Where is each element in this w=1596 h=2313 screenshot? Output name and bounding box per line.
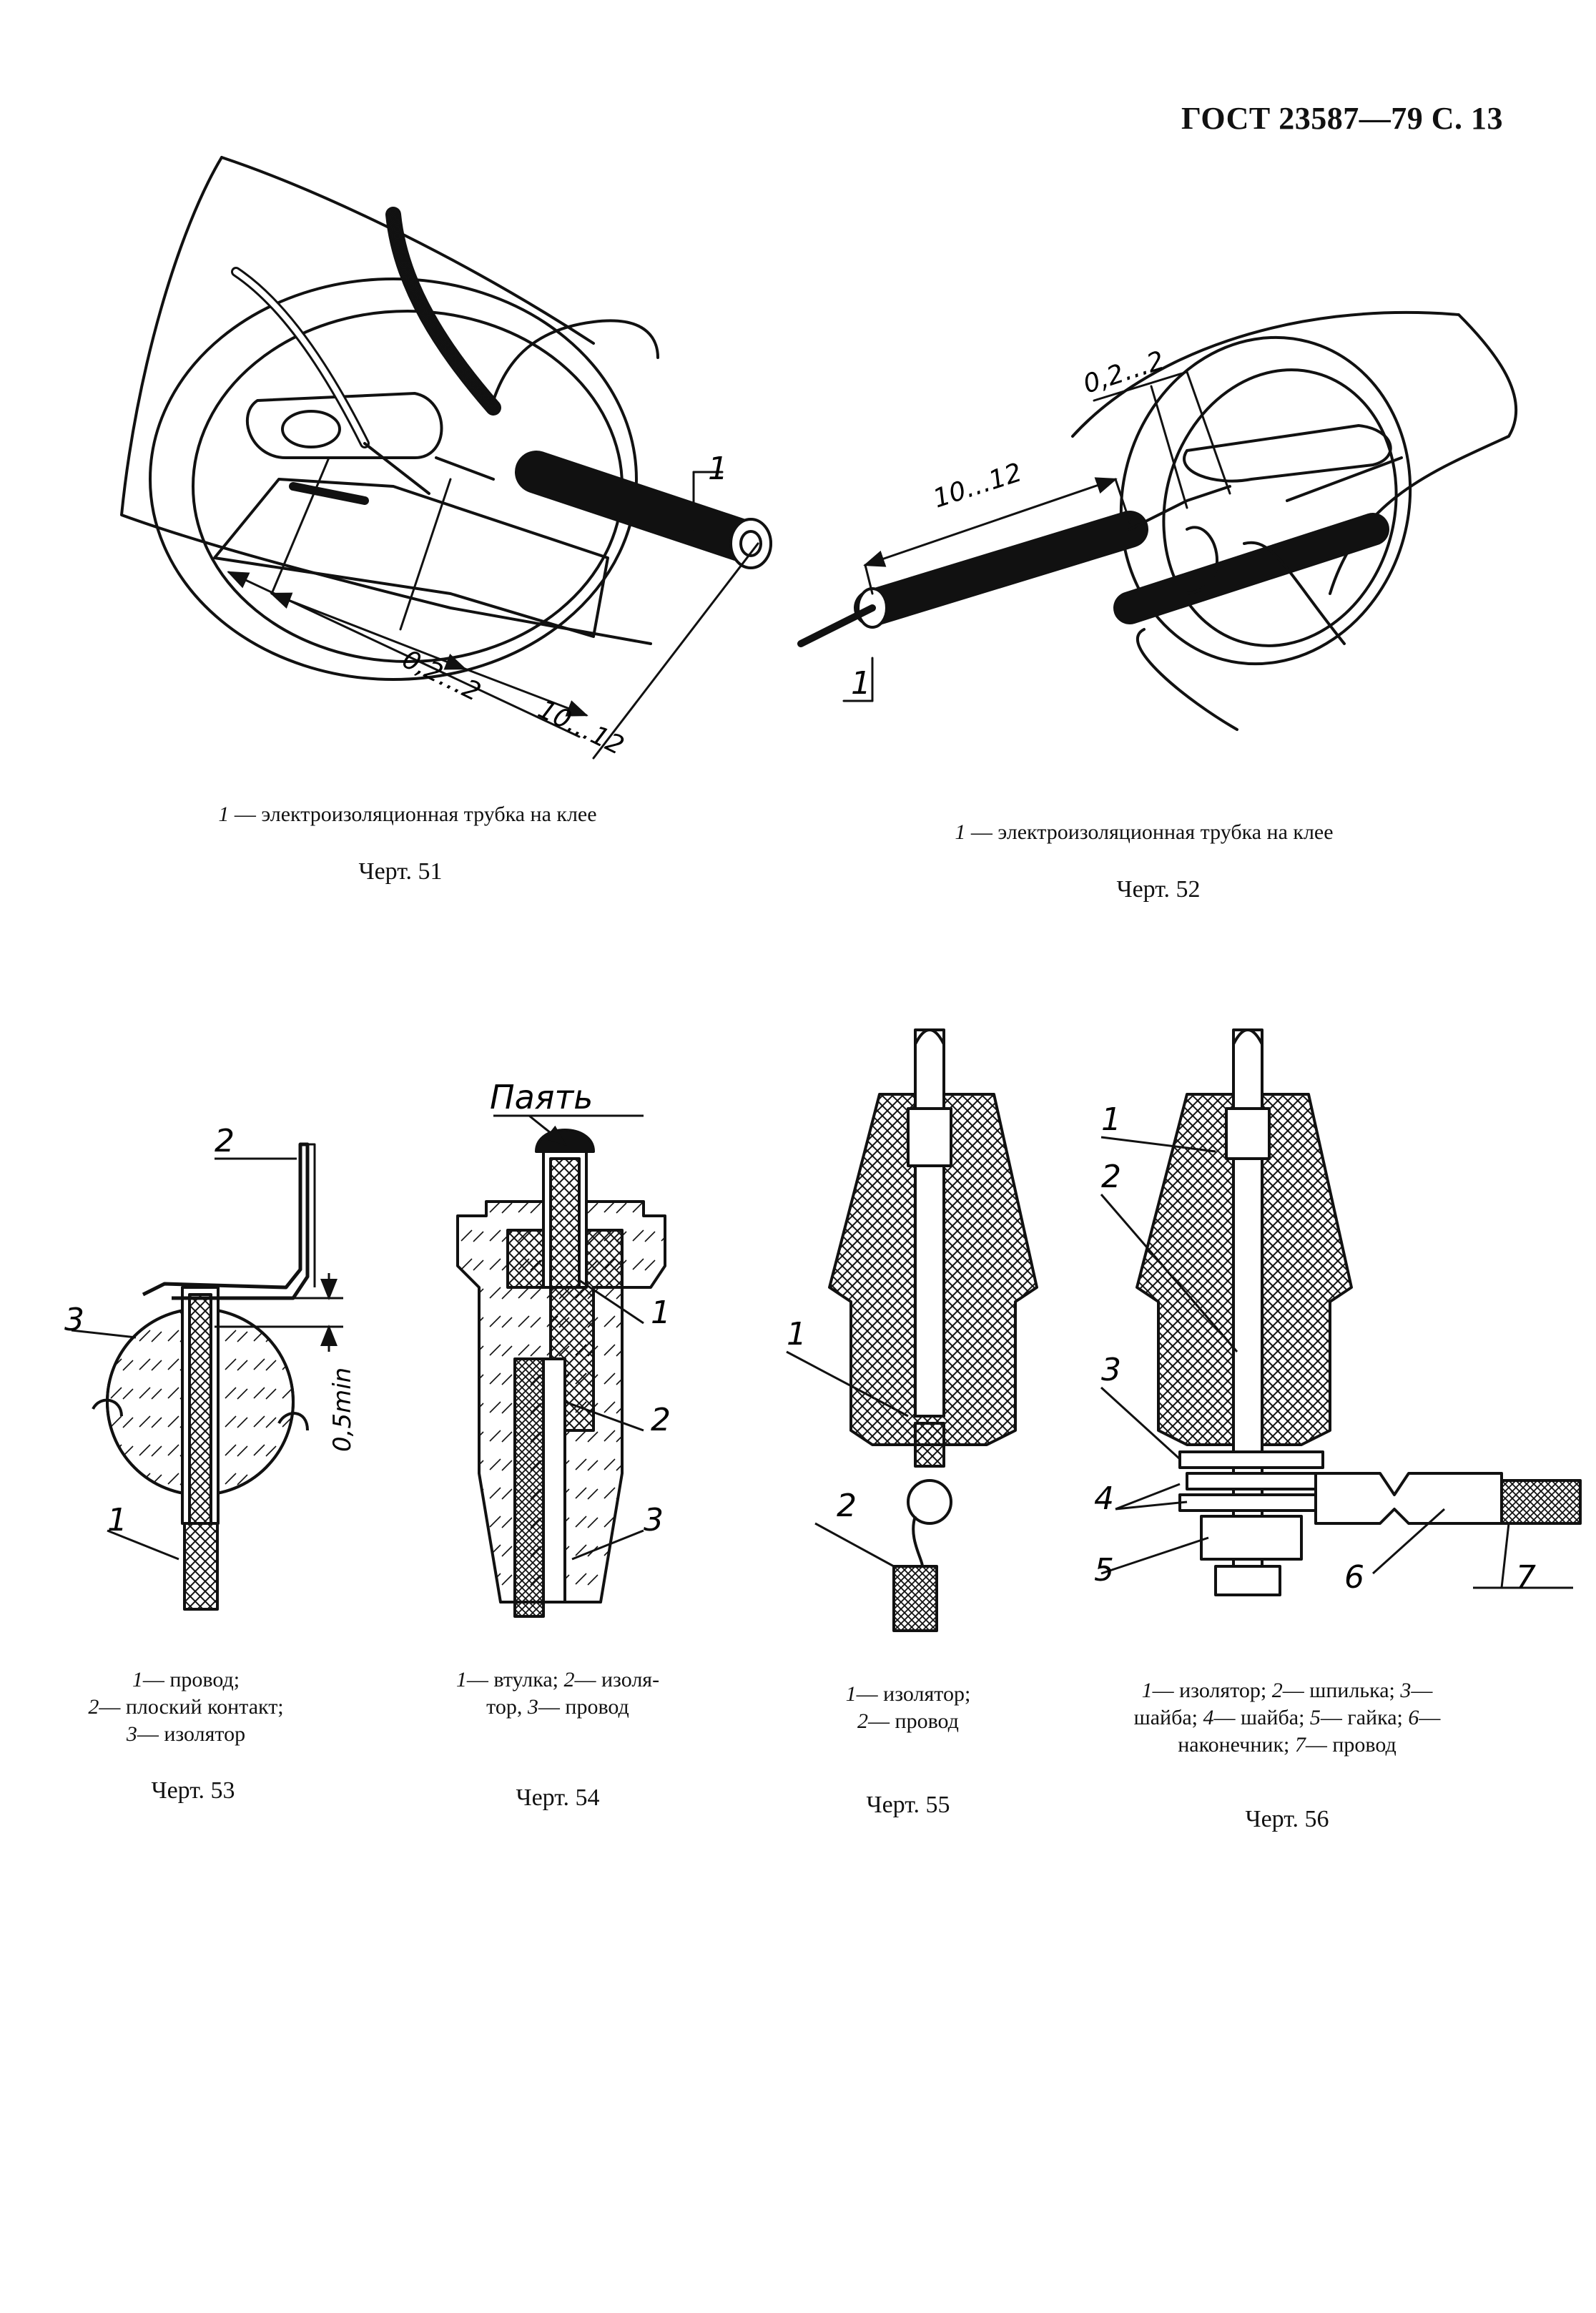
figure-56-callout-2: 2 <box>1101 1159 1121 1195</box>
figure-52-drawing: 1 0,2…2 10…12 <box>797 310 1518 731</box>
figure-53-drawing: 2 3 1 0,5min <box>64 1123 357 1611</box>
figure-52-legend: 1 — электроизоляционная трубка на клее <box>880 819 1409 846</box>
figure-56-legend-6-text: — <box>1419 1706 1441 1729</box>
figure-56-callout-6: 6 <box>1344 1559 1364 1596</box>
figure-54-legend-2-num: 2 <box>563 1668 575 1691</box>
figure-54-callout-1: 1 <box>651 1295 671 1331</box>
figure-56-legend-2-num: 2 <box>1271 1679 1283 1702</box>
figure-54-legend-3-text: — провод <box>538 1695 629 1719</box>
figure-54-legend-2-text: — изоля- <box>574 1668 660 1691</box>
figure-51-legend-num: 1 <box>218 802 230 826</box>
figure-53-legend-3-num: 3 <box>126 1722 137 1746</box>
figure-56-legend-3-text: — <box>1411 1679 1433 1702</box>
figure-56-legend-2-text: — шпилька; <box>1282 1679 1401 1702</box>
figure-56-legend-5-num: 5 <box>1309 1706 1321 1729</box>
figure-51-callout-1: 1 <box>708 451 728 487</box>
figure-54-legend-1-num: 1 <box>455 1668 467 1691</box>
figure-54-drawing: Паять 1 2 3 <box>456 1078 671 1618</box>
figure-53-callout-3: 3 <box>64 1302 84 1338</box>
figure-51-title: Черт. 51 <box>358 858 443 885</box>
figure-55-drawing: 1 2 <box>786 1028 1038 1632</box>
figure-53-legend-3-text: — изолятор <box>137 1722 246 1746</box>
figure-53-dim: 0,5min <box>328 1367 357 1452</box>
figure-56-legend-cont2-text: наконечник; <box>1178 1733 1295 1757</box>
figure-52-callout-1: 1 <box>851 665 871 702</box>
figure-56-legend-6-num: 6 <box>1408 1706 1419 1729</box>
figure-54-annotation: Паять <box>490 1078 593 1116</box>
figure-54-title: Черт. 54 <box>516 1784 600 1811</box>
figure-56-legend-7-text: — провод <box>1305 1733 1396 1757</box>
figure-55-legend: 1— изолятор; 2— провод <box>772 1681 1044 1735</box>
figure-56-legend-5-text: — гайка; <box>1320 1706 1409 1729</box>
figure-53-title: Черт. 53 <box>151 1777 235 1804</box>
figure-51-legend-text: — электроизоляционная трубка на клее <box>234 802 597 826</box>
figure-56-callout-3: 3 <box>1101 1352 1121 1388</box>
figure-53-legend-1-text: — провод; <box>142 1668 240 1691</box>
figure-56-callout-4: 4 <box>1094 1480 1114 1517</box>
figure-56-legend-4-num: 4 <box>1203 1706 1214 1729</box>
figure-55-legend-2-num: 2 <box>857 1709 869 1733</box>
figure-56-callout-7: 7 <box>1516 1559 1536 1596</box>
figure-52-legend-num: 1 <box>955 820 966 844</box>
figure-54-legend-1-text: — втулка; <box>466 1668 564 1691</box>
figure-55-callout-2: 2 <box>837 1488 857 1524</box>
figure-52-legend-text: — электроизоляционная трубка на клее <box>970 820 1334 844</box>
figure-55-legend-1-num: 1 <box>845 1682 857 1706</box>
figure-55-title: Черт. 55 <box>866 1792 950 1818</box>
figure-55-legend-2-text: — провод <box>868 1709 959 1733</box>
figure-51-legend: 1 — электроизоляционная трубка на клее <box>143 801 672 828</box>
figure-54-callout-2: 2 <box>651 1402 671 1438</box>
figure-56-legend: 1— изолятор; 2— шпилька; 3— шайба; 4— ша… <box>1065 1677 1509 1759</box>
figure-53-legend: 1— провод; 2— плоский контакт; 3— изолят… <box>43 1666 329 1748</box>
figure-56-legend-4-text: — шайба; <box>1213 1706 1310 1729</box>
figure-56-drawing: 1 2 3 4 5 6 7 <box>1094 1028 1582 1596</box>
figure-53-legend-2-text: — плоский контакт; <box>99 1695 284 1719</box>
figure-51-drawing: 1 0,2…2 10…12 <box>120 156 772 761</box>
figure-56-callout-5: 5 <box>1094 1552 1114 1588</box>
page-header: ГОСТ 23587—79 С. 13 <box>1181 101 1503 136</box>
figure-56-legend-3-num: 3 <box>1400 1679 1412 1702</box>
figure-56-legend-cont1-text: шайба; <box>1133 1706 1203 1729</box>
figure-56-legend-1-text: — изолятор; <box>1152 1679 1272 1702</box>
figure-54-legend-3-num: 3 <box>527 1695 538 1719</box>
figure-51-dim-large: 10…12 <box>533 694 629 761</box>
figure-56-legend-1-num: 1 <box>1141 1679 1153 1702</box>
figure-54-legend: 1— втулка; 2— изоля- тор, 3— провод <box>408 1666 708 1721</box>
figure-55-legend-1-text: — изолятор; <box>856 1682 971 1706</box>
figure-53-legend-1-num: 1 <box>132 1668 143 1691</box>
figure-55-callout-1: 1 <box>787 1316 807 1352</box>
figure-56-legend-7-num: 7 <box>1294 1733 1306 1757</box>
figure-53-legend-2-num: 2 <box>88 1695 99 1719</box>
figure-56-title: Черт. 56 <box>1245 1806 1329 1832</box>
figure-52-title: Черт. 52 <box>1116 876 1201 903</box>
figure-54-legend-cont-text: тор, <box>486 1695 528 1719</box>
figure-53-callout-1: 1 <box>107 1502 127 1538</box>
figure-54-callout-3: 3 <box>644 1502 664 1538</box>
figure-53-callout-2: 2 <box>215 1123 235 1159</box>
figure-56-callout-1: 1 <box>1101 1101 1121 1138</box>
figure-52-dim-large: 10…12 <box>930 458 1025 514</box>
